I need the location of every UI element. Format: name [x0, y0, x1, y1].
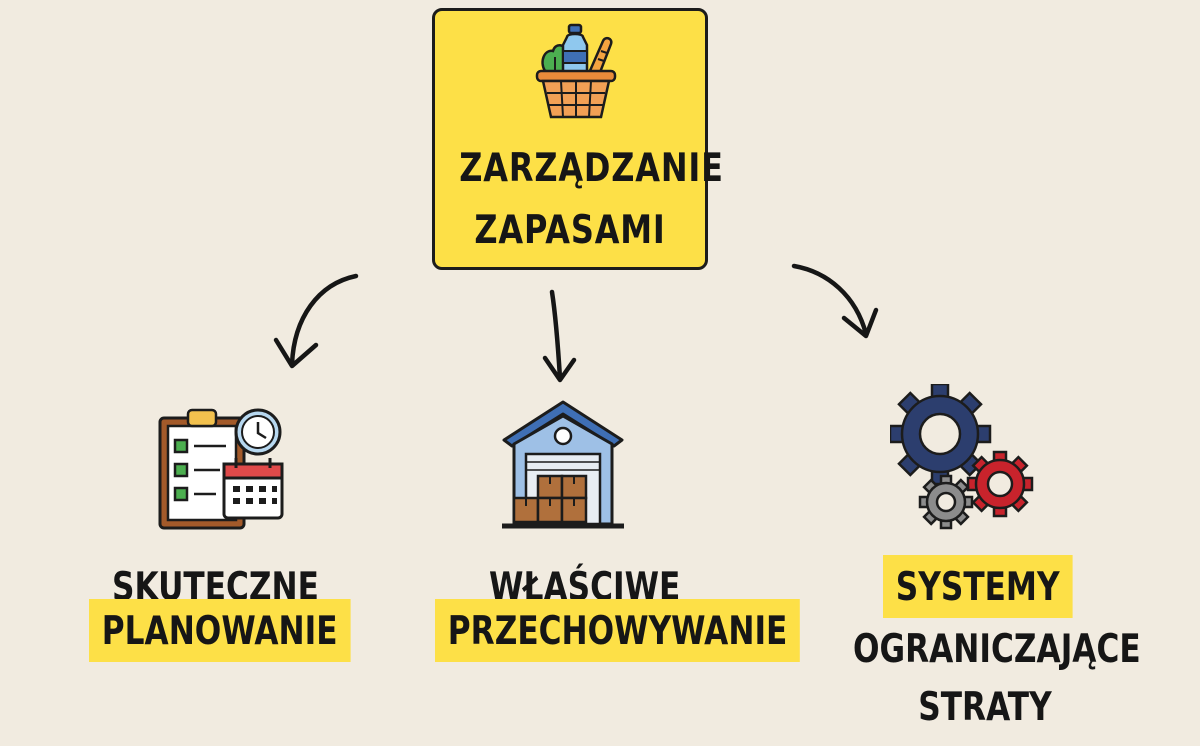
- item-3-line2: OGRANICZAJĄCE: [853, 627, 1141, 672]
- arrow-right: [791, 263, 869, 337]
- item-3-line3: STRATY: [918, 685, 1052, 730]
- item-3-line1-highlight: SYSTEMY: [883, 555, 1073, 618]
- warehouse-icon: [502, 400, 624, 529]
- gears-icon: [890, 384, 1034, 530]
- item-3-line1: SYSTEMY: [883, 555, 1073, 618]
- arrow-left-head: [273, 337, 319, 369]
- central-topic-box: ZARZĄDZANIE ZAPASAMI: [432, 8, 724, 270]
- item-1-line2-highlight: PLANOWANIE: [89, 599, 351, 662]
- central-title-line2: ZAPASAMI: [474, 208, 666, 253]
- arrow-right-head: [841, 307, 879, 339]
- arrow-left: [289, 273, 359, 367]
- item-2-line2-highlight: PRZECHOWYWANIE: [435, 599, 801, 662]
- central-title-line1: ZARZĄDZANIE: [459, 146, 724, 191]
- grocery-basket-icon: [535, 23, 617, 119]
- checklist-calendar-clock-icon: [158, 408, 284, 530]
- arrow-center: [549, 289, 563, 381]
- arrow-center-head: [542, 355, 577, 383]
- item-2-line2: PRZECHOWYWANIE: [435, 599, 801, 662]
- item-1-line2: PLANOWANIE: [89, 599, 351, 662]
